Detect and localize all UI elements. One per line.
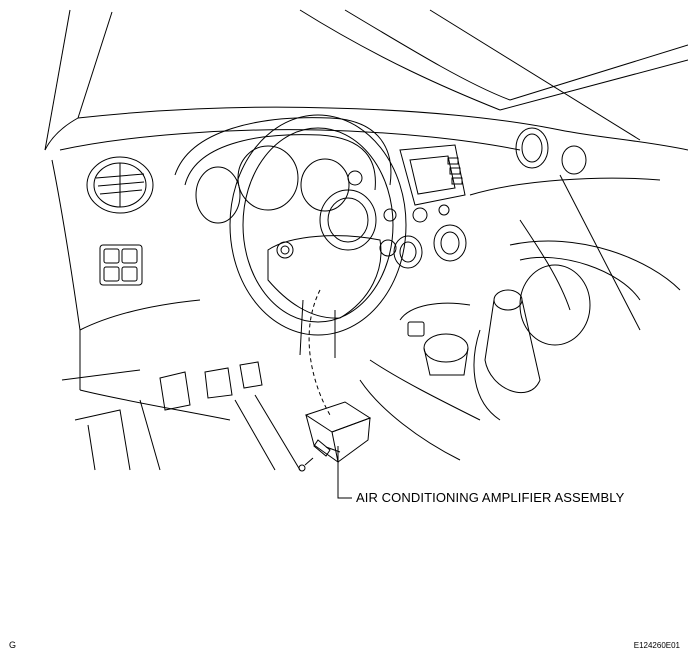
routing-dashed-line [309,290,330,415]
dashboard-upper [52,107,688,390]
center-console-shifter [360,241,680,460]
right-dash-contour [470,175,660,330]
figure-reference-code: E124260E01 [633,641,680,650]
left-air-vent [87,157,153,213]
figure-corner-code: G [9,640,17,650]
windshield-frame-left [45,10,112,150]
callout-leader [338,446,352,498]
right-air-vent [516,128,586,174]
steering-wheel [230,115,406,358]
left-switch-panel [100,245,142,285]
climate-knobs [394,225,466,268]
center-console-audio [400,145,465,222]
windshield-frame-right [300,10,688,140]
instrument-cluster [175,118,391,223]
ac-amplifier-label: AIR CONDITIONING AMPLIFIER ASSEMBLY [356,490,625,505]
ac-amplifier-assembly [299,402,370,471]
pedals [160,362,300,470]
knee-panel [75,300,230,470]
